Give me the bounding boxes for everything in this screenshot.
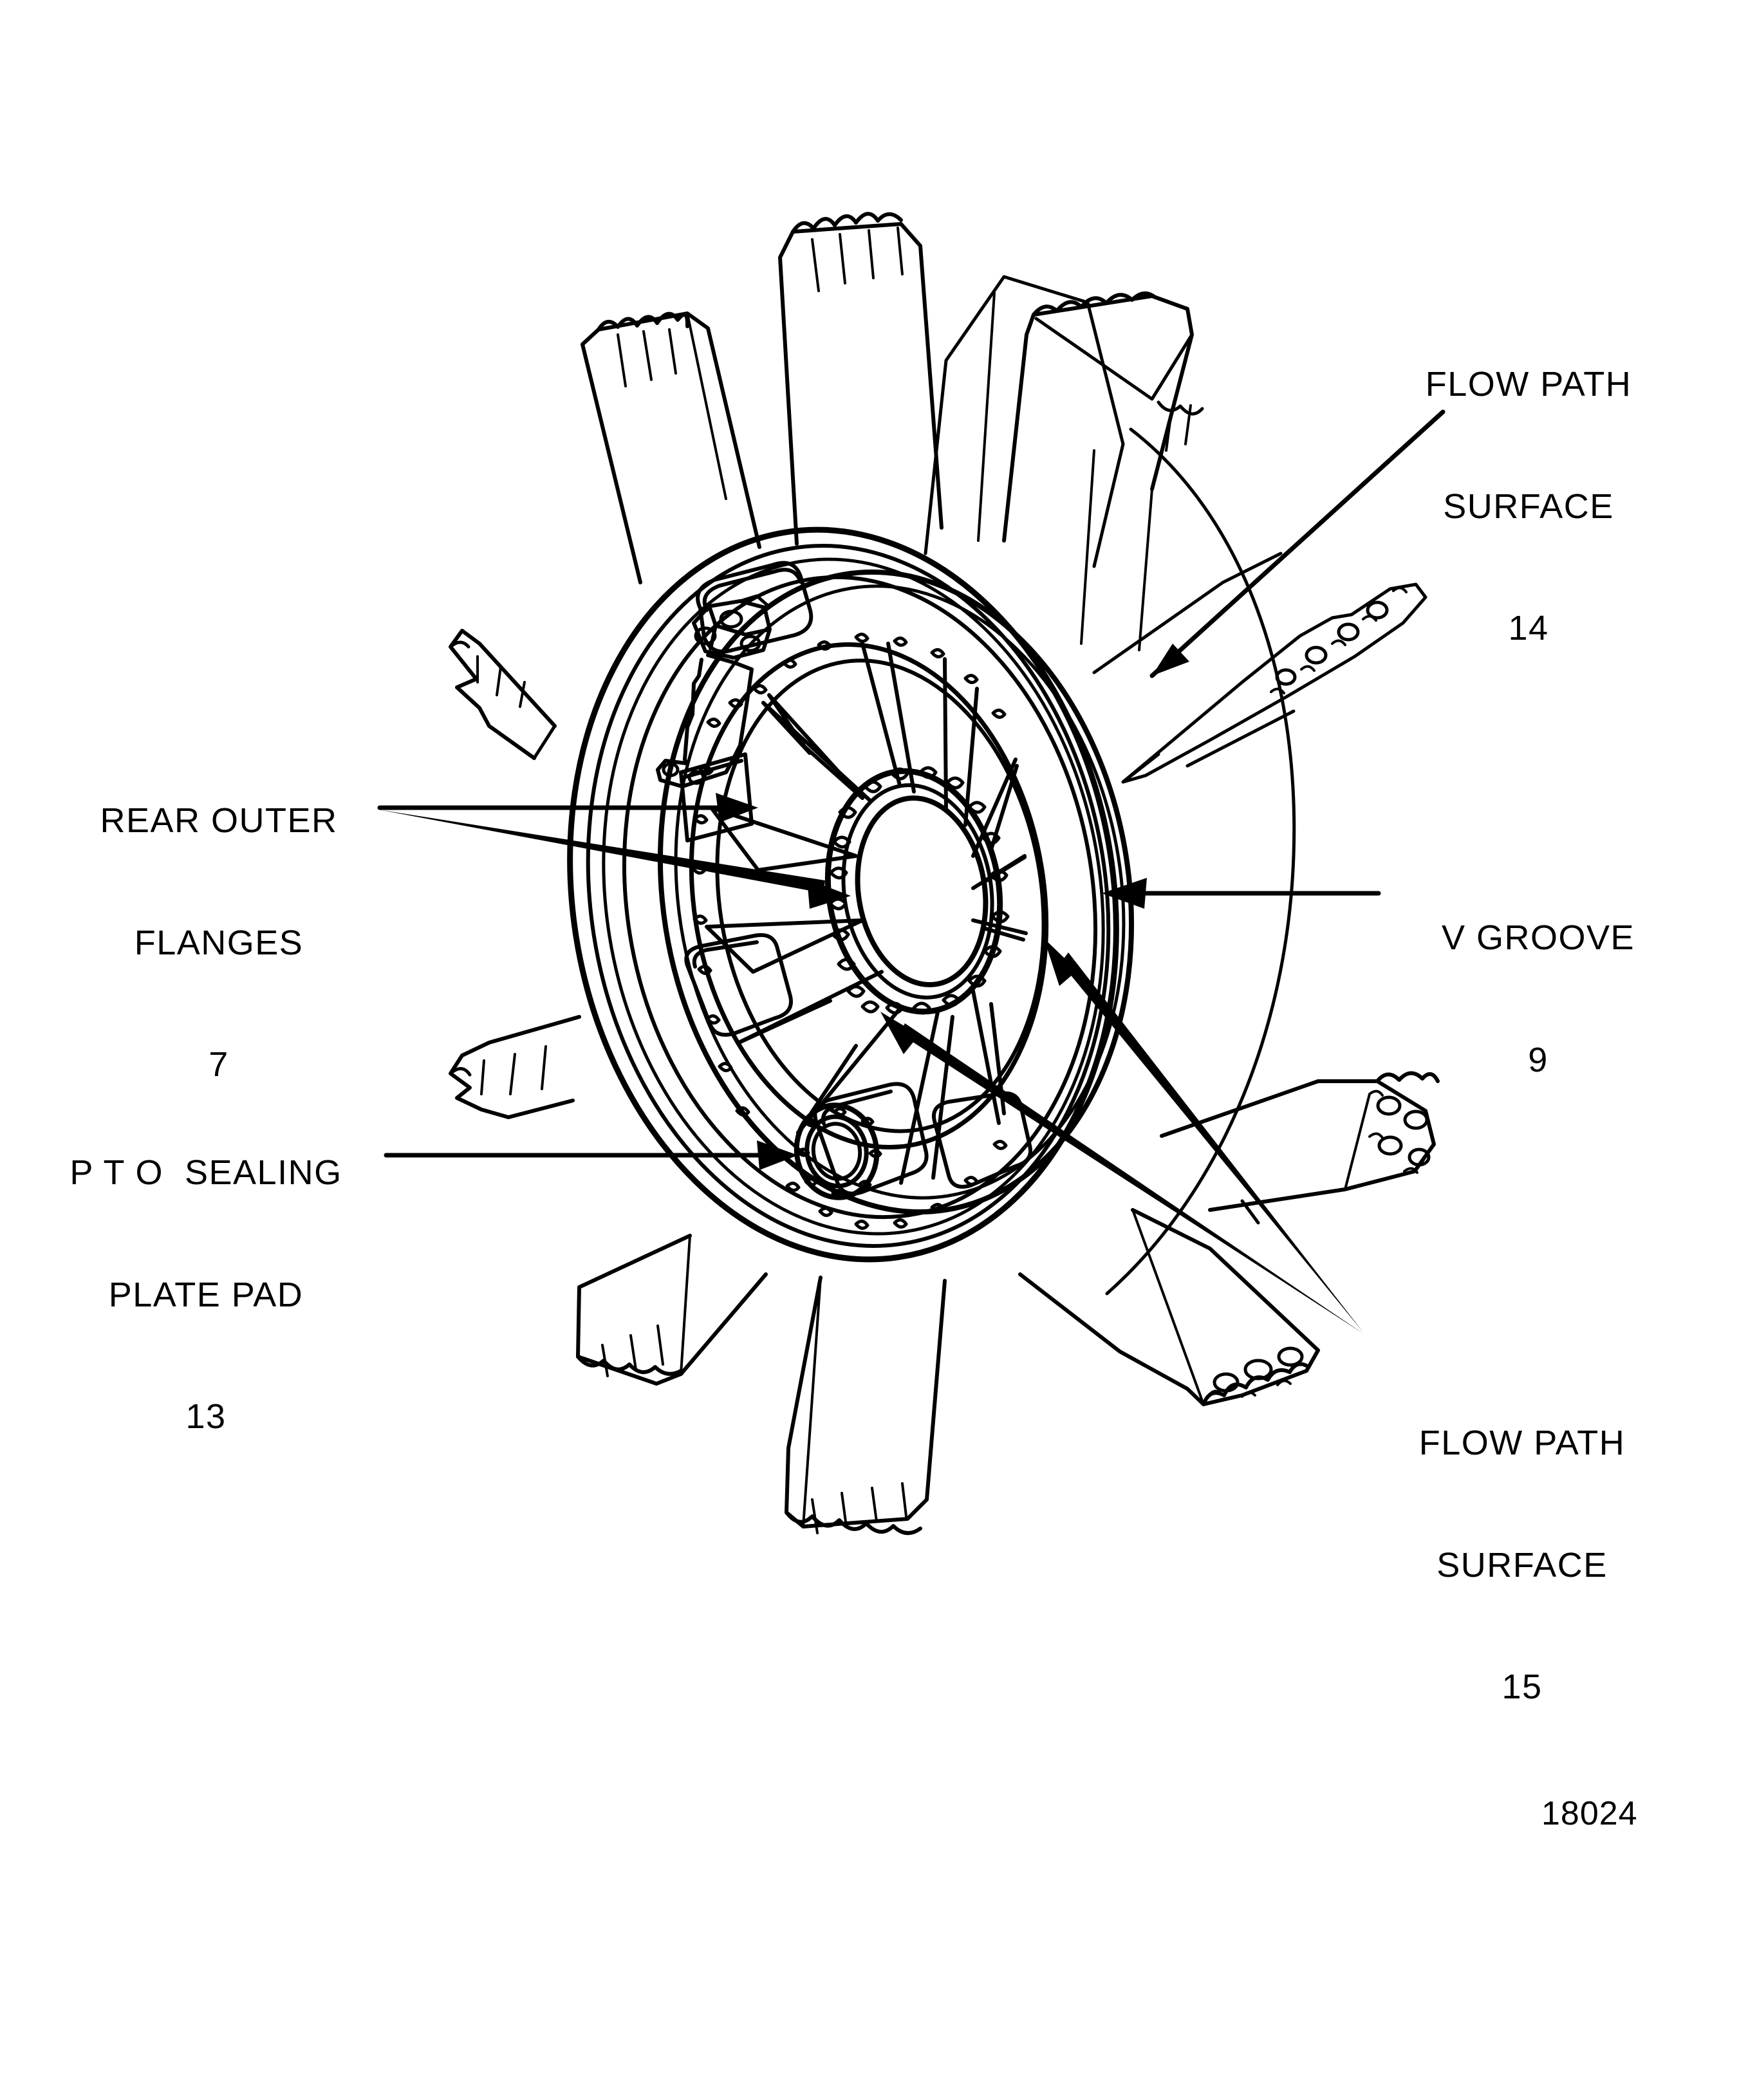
callout-line: SURFACE	[1443, 487, 1614, 526]
leader-v-groove-9	[1102, 878, 1381, 909]
blade-broken-top-left	[581, 311, 761, 584]
pto-sealing-plate-pad	[794, 1102, 880, 1200]
outer-rim-ring	[567, 526, 1134, 1263]
blade-broken-bottom-right	[1018, 1208, 1320, 1406]
blade-broken-left-upper	[449, 629, 557, 760]
blade-broken-left-lower	[449, 1015, 581, 1119]
callout-item-number: 13	[185, 1397, 227, 1436]
callout-line: REAR OUTER	[100, 801, 338, 841]
callout-line: FLANGES	[134, 923, 304, 962]
callout-flow-path-surface-15: FLOW PATH SURFACE 15	[1342, 1342, 1702, 1789]
callout-flow-path-surface-14: FLOW PATH SURFACE 14	[1348, 283, 1709, 730]
callout-v-groove-9: V GROOVE 9	[1377, 837, 1699, 1162]
blade-broken-top-center	[778, 212, 944, 546]
leader-flow-path-15-a	[1044, 938, 1363, 1332]
callout-line: FLOW PATH	[1425, 365, 1632, 404]
blade-group-rear	[924, 275, 1296, 1296]
figure-number: 18024	[1541, 1795, 1638, 1832]
blade-broken-upper-right	[1002, 292, 1204, 651]
leader-flow-path-15-b	[880, 1012, 1363, 1333]
leader-flow-path-14	[1149, 409, 1446, 678]
blade-broken-right-lower	[1160, 1071, 1440, 1225]
callout-line: FLOW PATH	[1418, 1424, 1626, 1463]
callout-pto-sealing-plate-pad-13: P T O SEALING PLATE PAD 13	[26, 1072, 386, 1519]
blade-broken-bottom-center	[785, 1276, 947, 1535]
blade-broken-bottom-left	[576, 1234, 768, 1386]
leader-rear-outer-flanges-7-b	[378, 810, 851, 909]
mount-bracket-fitting	[656, 594, 772, 788]
inner-hub-ring	[824, 768, 1003, 1015]
callout-line: P T O SEALING	[70, 1153, 342, 1193]
leader-rear-outer-flanges-7-a	[377, 793, 758, 822]
blade-broken-right-edge-on	[1121, 582, 1427, 784]
callout-rear-outer-flanges-7: REAR OUTER FLANGES 7	[39, 720, 399, 1167]
callout-item-number: 14	[1508, 609, 1549, 648]
pto-pad-bolt-holes	[796, 1107, 882, 1198]
hub-spline-teeth	[828, 766, 1010, 1015]
callout-line: PLATE PAD	[108, 1275, 304, 1314]
callout-line: V GROOVE	[1441, 918, 1635, 958]
callout-item-number: 15	[1501, 1668, 1543, 1707]
callout-item-number: 9	[1528, 1040, 1548, 1079]
callout-line: SURFACE	[1436, 1545, 1608, 1584]
callout-item-number: 7	[209, 1045, 229, 1084]
blade-background-right	[1092, 552, 1296, 768]
flange-bolt-holes	[691, 633, 1008, 1230]
leader-pto-13	[384, 1140, 798, 1170]
